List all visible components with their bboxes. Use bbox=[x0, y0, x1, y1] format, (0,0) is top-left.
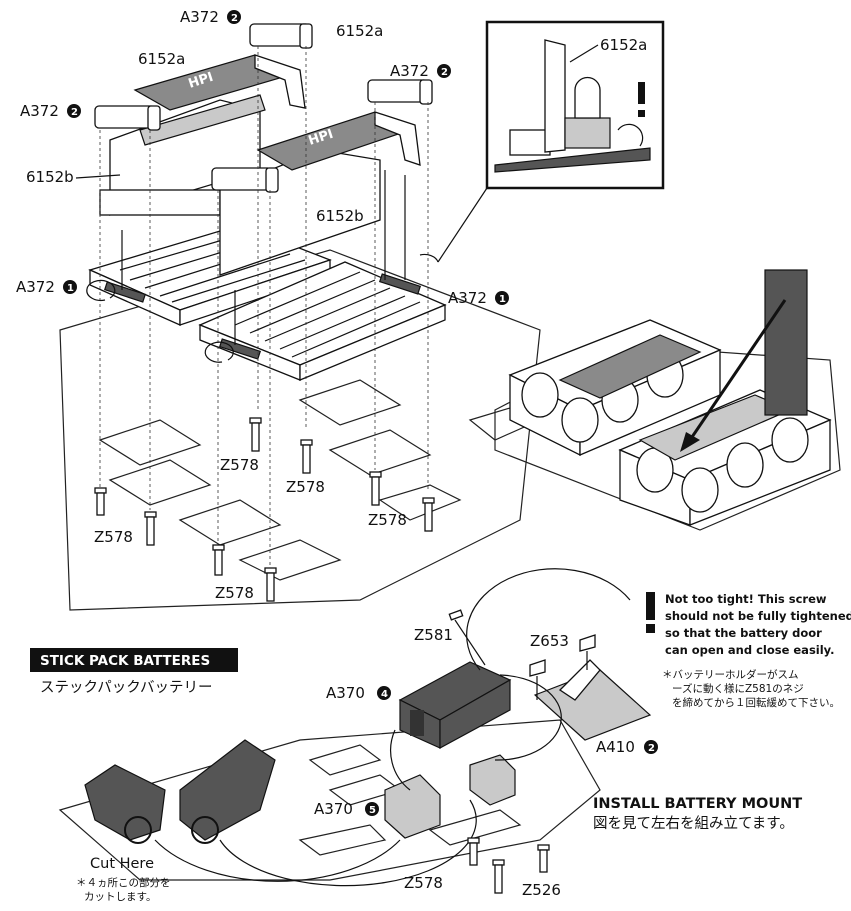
screw bbox=[537, 844, 550, 873]
label-a372-top: A372 bbox=[180, 8, 219, 26]
screws-z578 bbox=[94, 417, 435, 602]
install-title: INSTALL BATTERY MOUNT bbox=[593, 796, 802, 812]
step-badge: 2 bbox=[441, 67, 448, 78]
label-z578-bottom: Z578 bbox=[404, 874, 443, 892]
screw bbox=[492, 859, 505, 894]
a372-clip-middle bbox=[211, 167, 279, 193]
label-a372-mountleft: A372 bbox=[16, 278, 55, 296]
sticker-6152a-right: HPI bbox=[256, 111, 421, 171]
label-6152a-right: 6152a bbox=[336, 22, 383, 40]
battery-mount-right bbox=[469, 674, 562, 806]
screw bbox=[212, 544, 225, 576]
step-badge: 5 bbox=[369, 805, 376, 816]
screw bbox=[264, 567, 277, 602]
label-z578: Z578 bbox=[215, 584, 254, 602]
screw bbox=[422, 497, 435, 532]
step-badge: 1 bbox=[67, 283, 74, 294]
screw bbox=[369, 471, 382, 506]
warning-jp-line: ーズに動く様にZ581のネジ bbox=[672, 682, 804, 695]
step-badge: 4 bbox=[381, 689, 388, 700]
stick-pack-title: STICK PACK BATTERES bbox=[40, 653, 210, 669]
label-z526: Z526 bbox=[522, 881, 561, 899]
label-z653: Z653 bbox=[530, 632, 569, 650]
warning-jp-line: ＊バッテリーホルダーがスム bbox=[662, 668, 799, 681]
assembly-guide-lines bbox=[99, 46, 429, 565]
label-z581: Z581 bbox=[414, 626, 453, 644]
cut-here-label: Cut Here bbox=[90, 856, 154, 872]
hpi-logo-right: HPI bbox=[307, 127, 336, 149]
install-jp: 図を見て左右を組み立てます。 bbox=[593, 815, 794, 832]
label-inset-6152a: 6152a bbox=[600, 36, 647, 54]
label-6152a-left: 6152a bbox=[138, 50, 185, 68]
a372-clip-left bbox=[94, 105, 161, 131]
a372-clip-top bbox=[249, 23, 313, 49]
warning-line: so that the battery door bbox=[665, 626, 822, 640]
cut-jp-line: ＊４ヵ所この部分を bbox=[76, 876, 171, 889]
label-a372-left: A372 bbox=[20, 102, 59, 120]
warning-line: should not be fully tightened bbox=[665, 609, 851, 623]
step-badge: 1 bbox=[499, 294, 506, 305]
screw bbox=[144, 511, 157, 546]
warning-line: Not too tight! This screw bbox=[665, 592, 827, 606]
label-a372-topright: A372 bbox=[390, 62, 429, 80]
label-a372-mountright: A372 bbox=[448, 289, 487, 307]
warning-note: Not too tight! This screw should not be … bbox=[662, 592, 851, 709]
battery-mount-left bbox=[384, 729, 441, 839]
label-6152b-mid: 6152b bbox=[316, 207, 364, 225]
label-6152b-left: 6152b bbox=[26, 168, 74, 186]
battery-tray-right bbox=[198, 261, 447, 381]
a372-clip-topright bbox=[367, 79, 433, 105]
cut-here-note: Cut Here ＊４ヵ所この部分を カットします。 bbox=[76, 856, 171, 903]
label-z578: Z578 bbox=[220, 456, 259, 474]
step-badge: 2 bbox=[71, 107, 78, 118]
stick-pack-jp: ステックパックバッテリー bbox=[40, 679, 213, 696]
label-z578: Z578 bbox=[286, 478, 325, 496]
label-z578: Z578 bbox=[368, 511, 407, 529]
inset-detail bbox=[437, 20, 665, 263]
a410-door bbox=[529, 634, 652, 741]
warning-exclamation-icon bbox=[646, 592, 655, 633]
screws-bottom bbox=[467, 837, 550, 894]
label-a410: A410 bbox=[596, 738, 635, 756]
install-heading: INSTALL BATTERY MOUNT 図を見て左右を組み立てます。 bbox=[593, 796, 802, 832]
label-z578: Z578 bbox=[94, 528, 133, 546]
sticker-6152a-left: HPI bbox=[133, 54, 306, 111]
stick-pack-illustration bbox=[494, 269, 841, 531]
rotation-arrows bbox=[86, 253, 439, 363]
step-badge: 2 bbox=[648, 743, 655, 754]
hpi-logo-left: HPI bbox=[187, 70, 216, 92]
label-a370-bottom: A370 bbox=[314, 800, 353, 818]
warning-jp-line: を締めてから１回転緩めて下さい。 bbox=[672, 696, 840, 709]
part-labels: A372 2 6152a A372 2 A372 2 6152a 6152b 6… bbox=[16, 8, 658, 899]
step-badge: 2 bbox=[231, 13, 238, 24]
stick-pack-banner: STICK PACK BATTERES ステックパックバッテリー bbox=[30, 648, 238, 696]
label-a370-top: A370 bbox=[326, 684, 365, 702]
screw bbox=[300, 439, 313, 474]
screw bbox=[467, 837, 480, 866]
screw bbox=[94, 487, 107, 516]
screw bbox=[249, 417, 262, 452]
cut-detail bbox=[84, 739, 477, 887]
warning-line: can open and close easily. bbox=[665, 643, 834, 657]
cut-jp-line: カットします。 bbox=[84, 891, 156, 903]
a370-holder-top bbox=[398, 568, 631, 750]
